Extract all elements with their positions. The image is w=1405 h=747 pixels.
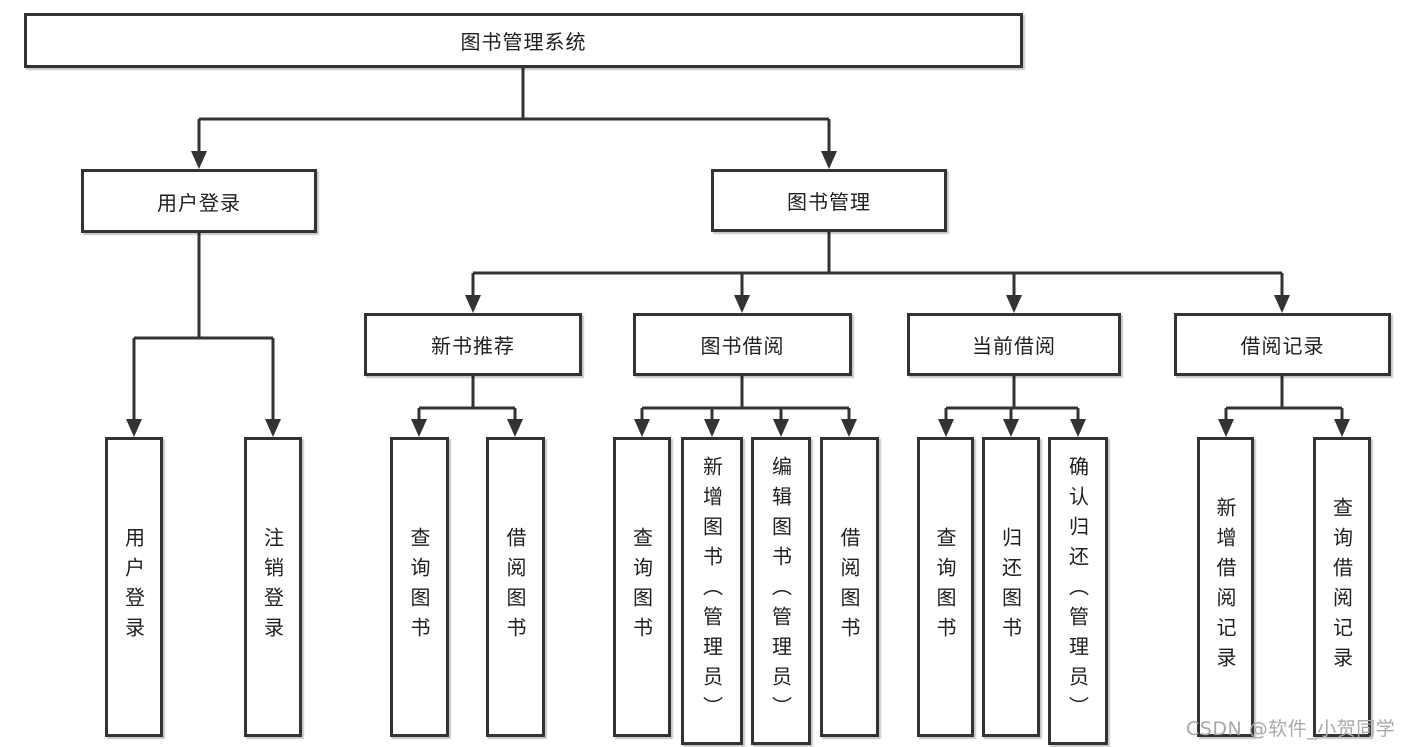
- leaf-add-book-admin: 新增图书（管理员）: [681, 437, 743, 745]
- node-book-borrowing: 图书借阅: [633, 313, 852, 376]
- leaf-return-book: 归还图书: [982, 437, 1040, 737]
- node-book-management: 图书管理: [711, 169, 947, 232]
- node-library-management-system: 图书管理系统: [24, 13, 1023, 68]
- leaf-query-borrow-record: 查询借阅记录: [1313, 437, 1371, 737]
- leaf-query-books-1: 查询图书: [390, 437, 449, 737]
- node-label: 用户登录: [121, 527, 146, 647]
- node-user-login: 用户登录: [81, 169, 317, 233]
- node-label: 编辑图书（管理员）: [768, 456, 793, 726]
- node-new-book-recommendation: 新书推荐: [364, 313, 582, 376]
- node-label: 查询图书: [629, 527, 654, 647]
- node-label: 图书管理: [787, 190, 871, 214]
- node-label: 借阅记录: [1240, 334, 1325, 358]
- node-label: 新增图书（管理员）: [699, 456, 724, 726]
- leaf-borrow-books-2: 借阅图书: [820, 437, 879, 737]
- leaf-query-books-3: 查询图书: [917, 437, 974, 737]
- node-label: 当前借阅: [972, 334, 1056, 358]
- leaf-query-books-2: 查询图书: [613, 437, 671, 737]
- node-label: 图书借阅: [700, 334, 785, 358]
- node-label: 用户登录: [157, 190, 241, 215]
- node-label: 新增借阅记录: [1213, 497, 1237, 677]
- node-current-borrowing: 当前借阅: [907, 313, 1121, 376]
- node-label: 借阅图书: [503, 527, 527, 647]
- leaf-edit-book-admin: 编辑图书（管理员）: [751, 437, 811, 745]
- node-label: 查询借阅记录: [1329, 497, 1354, 677]
- node-label: 查询图书: [933, 527, 957, 647]
- watermark-csdn: CSDN @软件_小贺同学: [1186, 718, 1396, 740]
- leaf-logout: 注销登录: [244, 437, 302, 737]
- node-label: 借阅图书: [837, 527, 861, 647]
- leaf-user-login: 用户登录: [105, 437, 163, 737]
- leaf-add-borrow-record: 新增借阅记录: [1197, 437, 1254, 737]
- node-label: 图书管理系统: [460, 30, 587, 54]
- leaf-confirm-return-admin: 确认归还（管理员）: [1048, 437, 1108, 745]
- node-label: 注销登录: [260, 527, 285, 647]
- leaf-borrow-books-1: 借阅图书: [486, 437, 545, 737]
- node-borrowing-records: 借阅记录: [1174, 313, 1391, 376]
- node-label: 确认归还（管理员）: [1065, 456, 1090, 726]
- node-label: 新书推荐: [431, 334, 515, 358]
- node-label: 查询图书: [407, 527, 431, 647]
- node-label: 归还图书: [998, 527, 1023, 647]
